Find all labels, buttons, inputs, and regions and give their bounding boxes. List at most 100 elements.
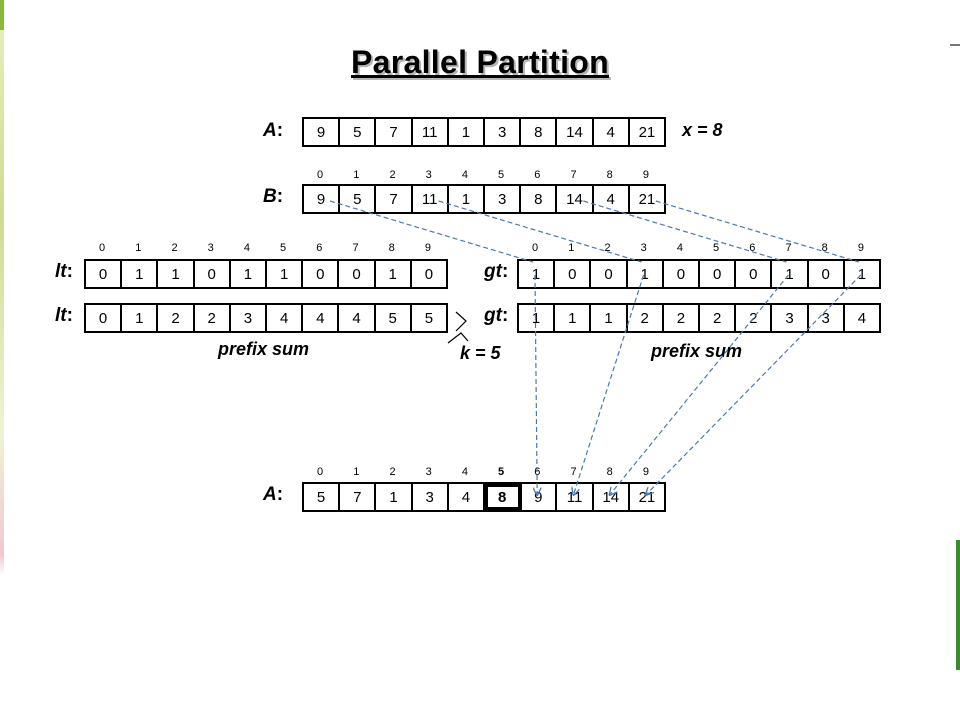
index-label: 1 [135, 242, 142, 254]
array-cell: 1 [591, 305, 628, 331]
label-gt-flags-text: gt [484, 261, 502, 282]
array-cell: 8 [484, 483, 523, 511]
array-cell: 11 [413, 186, 449, 212]
index-label: 5 [713, 242, 720, 254]
index-label: 4 [461, 466, 468, 478]
array-cell: 2 [158, 305, 195, 331]
index-label: 1 [353, 466, 360, 478]
array-cell: 14 [557, 119, 594, 145]
array-cell: 1 [519, 261, 556, 287]
array-cell: 14 [594, 484, 630, 510]
array-cell: 9 [521, 484, 558, 510]
index-label: 5 [498, 169, 505, 181]
label-B: B: [263, 186, 283, 208]
array-cell: 5 [304, 484, 341, 510]
label-A-bottom-text: A [263, 484, 277, 505]
label-gt-flags: gt: [484, 261, 508, 283]
array-cell: 4 [857, 309, 867, 327]
prefix-sum-label-right: prefix sum [651, 341, 743, 361]
slide-title: Parallel Partition [351, 44, 609, 80]
array-cell: 1 [122, 305, 159, 331]
index-label: 3 [640, 242, 647, 254]
array-cell: 0 [555, 261, 592, 287]
label-B-text: B [263, 186, 277, 207]
left-edge-strip [0, 0, 4, 720]
array-cell: 9 [304, 186, 341, 212]
array-cell: 4 [594, 119, 630, 145]
array-cell: 3 [772, 305, 809, 331]
index-label: 0 [317, 466, 324, 478]
array-cell: 0 [339, 261, 376, 287]
label-gt-prefix: gt: [484, 305, 508, 327]
label-A-bottom-colon: : [276, 484, 284, 505]
array-cell: 5 [340, 119, 377, 145]
index-label: 6 [534, 466, 541, 478]
array-cell: 1 [376, 484, 413, 510]
array-cell: 5 [424, 309, 434, 327]
array-cell: 3 [809, 305, 845, 331]
array-cell: 1 [555, 305, 592, 331]
index-label: 9 [424, 242, 431, 254]
array-cell: 5 [340, 186, 377, 212]
label-lt-flags-text: lt [55, 261, 67, 282]
array-cell: 0 [591, 261, 628, 287]
pivot-label: x = 8 [682, 120, 723, 140]
array-cell: 1 [267, 261, 304, 287]
index-label: 7 [570, 169, 577, 181]
array-cell: 2 [195, 305, 231, 331]
index-label: 4 [676, 242, 683, 254]
index-label: 9 [642, 466, 649, 478]
array-cell: 0 [303, 261, 340, 287]
array-cell: 1 [772, 261, 809, 287]
array-cell: 0 [664, 261, 701, 287]
array-cell: 2 [736, 305, 773, 331]
array-cell: 1 [857, 265, 867, 283]
array-cell: 9 [304, 119, 341, 145]
index-label: 6 [316, 242, 323, 254]
index-label: 2 [171, 242, 178, 254]
array-cell: 11 [557, 484, 594, 510]
array-cell: 4 [449, 484, 486, 510]
array-cell: 0 [424, 265, 434, 283]
label-lt-prefix-colon: : [66, 305, 73, 326]
index-label: 0 [317, 169, 324, 181]
array-cell: 11 [413, 119, 449, 145]
array-cell: 21 [638, 123, 656, 141]
index-label: 5 [280, 242, 287, 254]
array-cell: 1 [376, 261, 412, 287]
array-cell: 0 [86, 305, 123, 331]
index-label: 3 [425, 169, 432, 181]
index-label: 8 [606, 466, 613, 478]
label-gt-prefix-colon: : [501, 305, 509, 326]
label-B-colon: : [276, 186, 284, 207]
array-cell: 7 [376, 119, 413, 145]
array-cell: 5 [376, 305, 412, 331]
index-label: 9 [642, 169, 649, 181]
label-lt-flags-colon: : [66, 261, 73, 282]
array-cell: 2 [700, 305, 737, 331]
right-edge-tick [950, 44, 960, 46]
array-cell: 1 [519, 305, 556, 331]
index-label: 0 [99, 242, 106, 254]
array-cell: 0 [736, 261, 773, 287]
array-cell: 3 [413, 484, 449, 510]
array-cell: 21 [638, 488, 656, 506]
index-label: 5 [498, 466, 505, 478]
array-cell: 2 [664, 305, 701, 331]
label-A-top: A: [263, 120, 283, 142]
array-cell: 8 [521, 186, 558, 212]
array-cell: 1 [158, 261, 195, 287]
k-brace [447, 311, 469, 344]
right-edge-green-mark [956, 540, 960, 670]
array-cell: 21 [638, 190, 656, 208]
index-label: 8 [388, 242, 395, 254]
array-cell: 3 [485, 119, 522, 145]
array-cell: 4 [339, 305, 376, 331]
index-label: 3 [207, 242, 214, 254]
array-cell: 4 [594, 186, 630, 212]
